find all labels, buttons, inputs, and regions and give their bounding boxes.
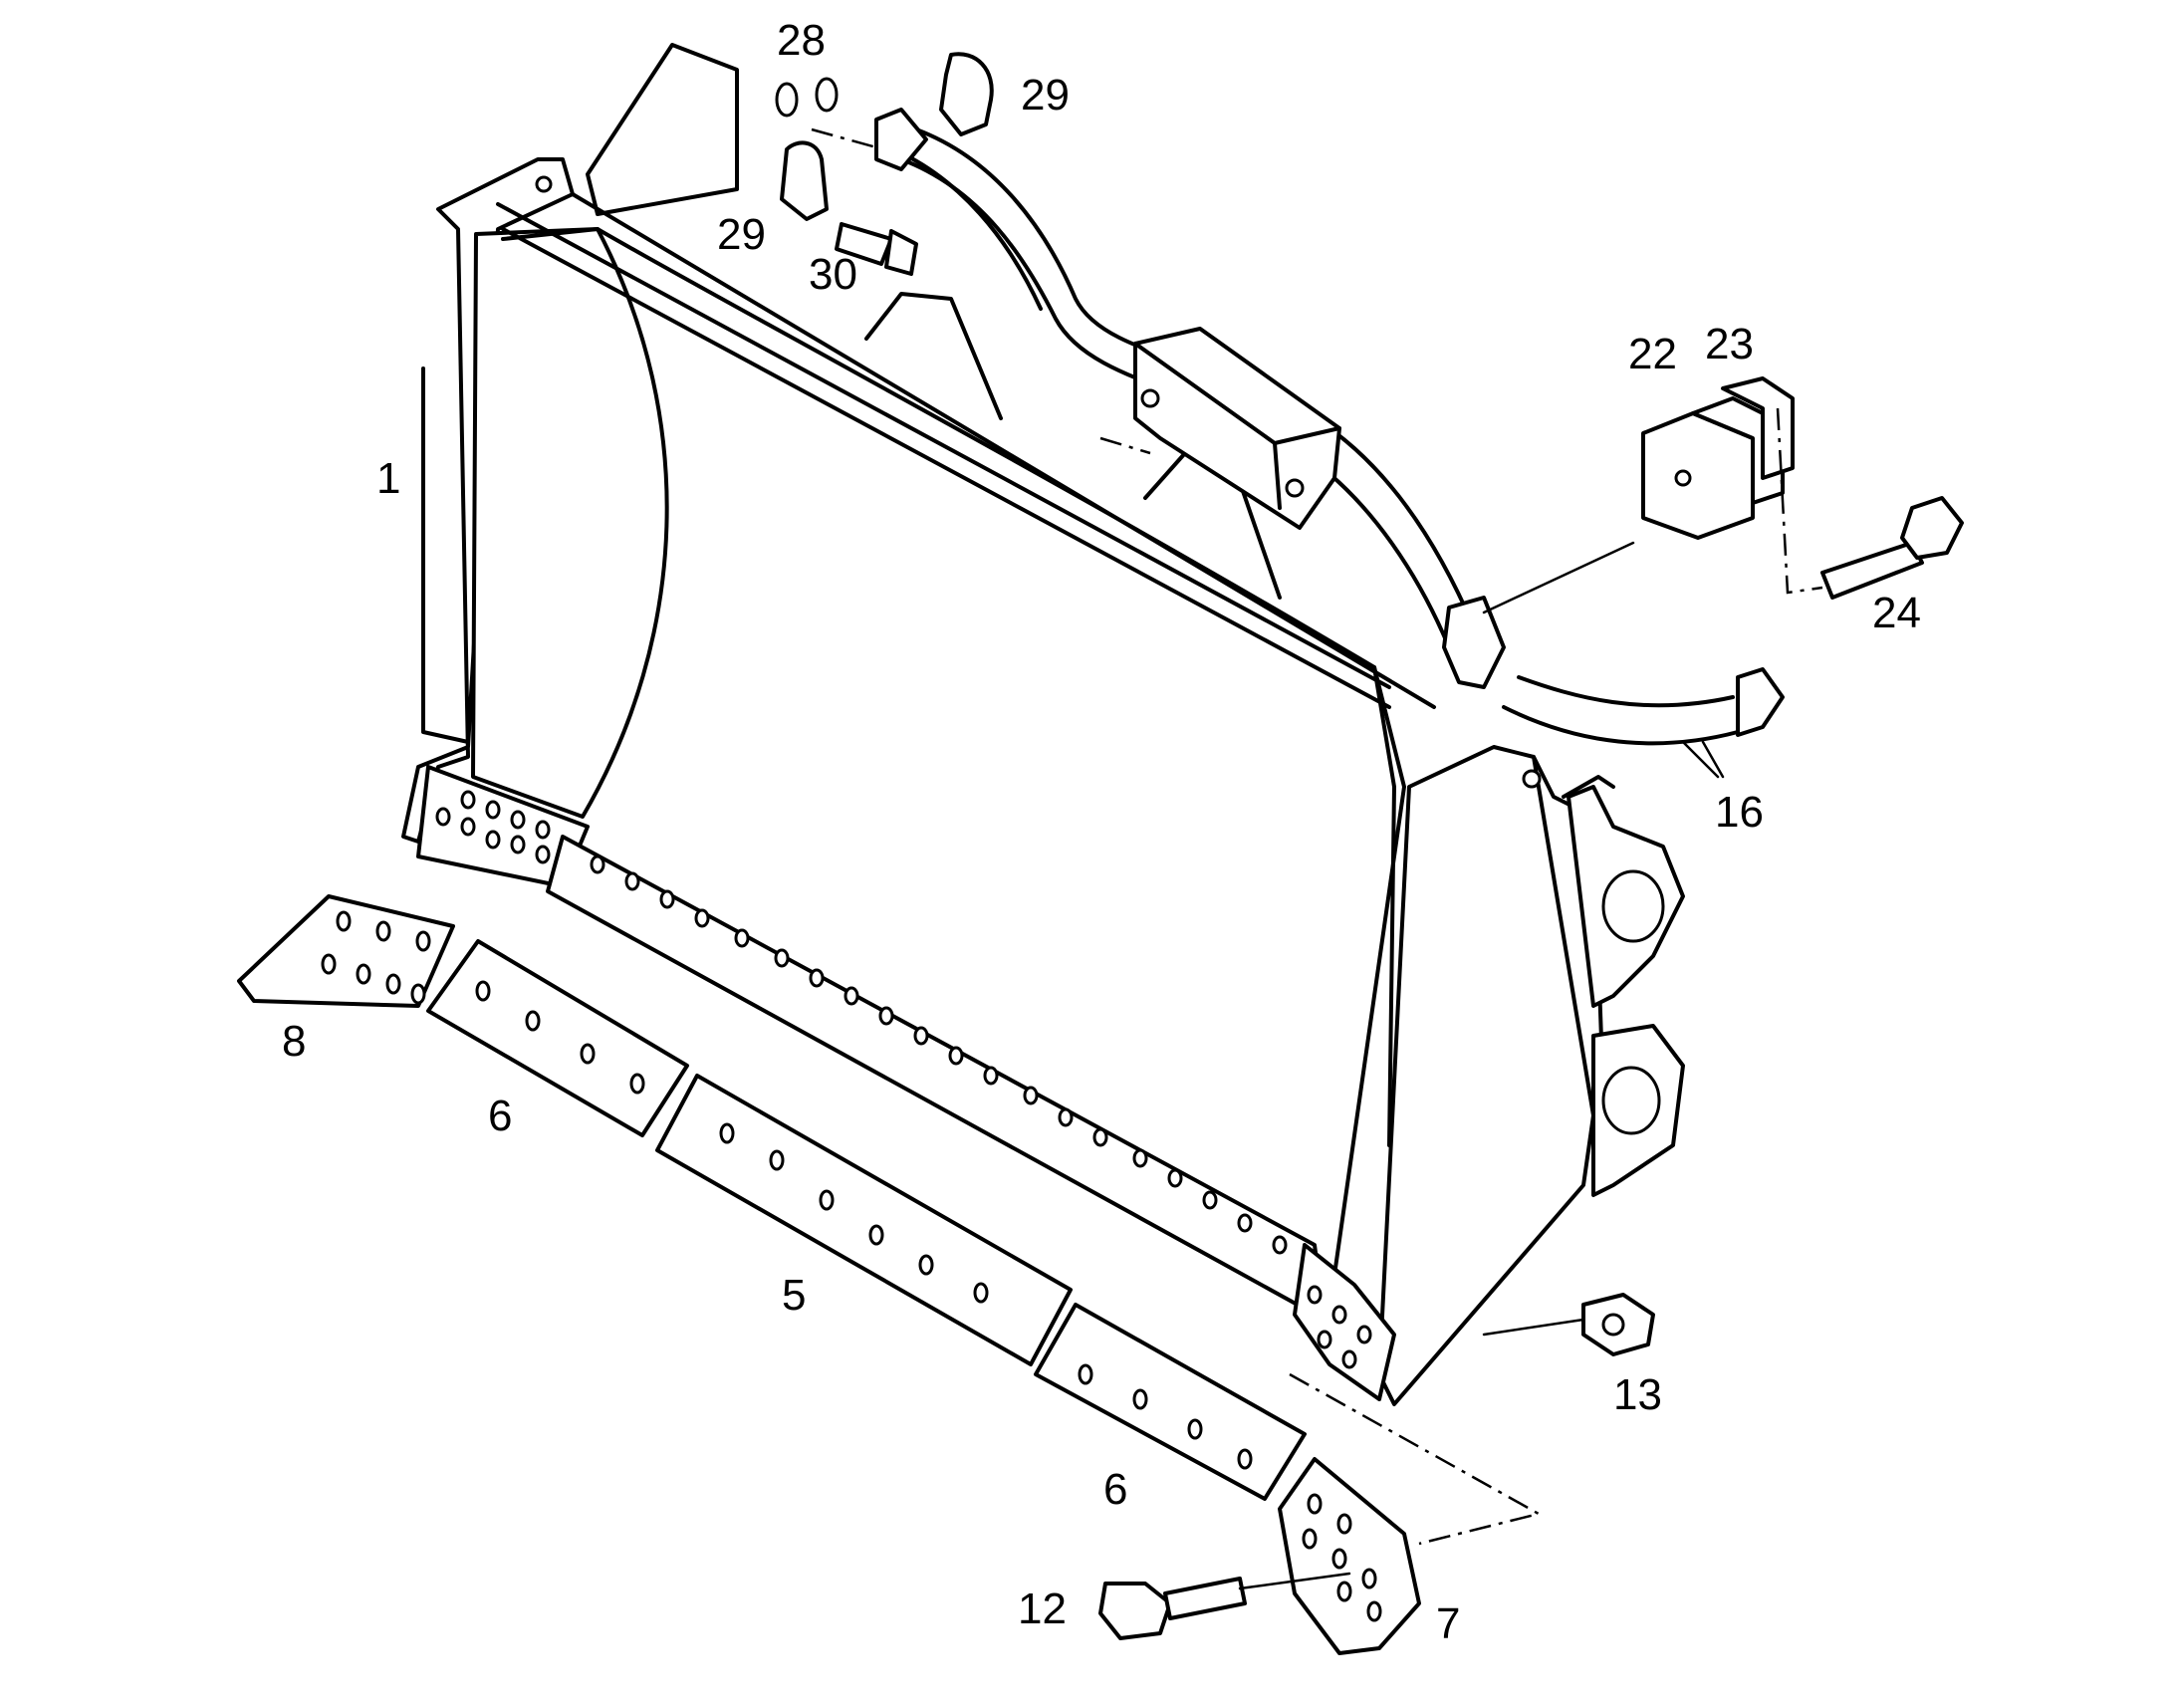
cutting-edge-6-right — [1034, 1303, 1307, 1501]
callout-6b: 6 — [1103, 1465, 1127, 1514]
o-rings-28 — [775, 77, 839, 118]
callout-16: 16 — [1715, 788, 1764, 837]
edge-holes — [435, 790, 1372, 1369]
callout-13: 13 — [1613, 1370, 1662, 1419]
clamp-22-23 — [1641, 376, 1795, 540]
callout-12: 12 — [1018, 1585, 1067, 1633]
callout-24: 24 — [1872, 589, 1921, 637]
callout-5: 5 — [782, 1271, 806, 1320]
corner-piece-8 — [237, 894, 455, 1008]
callout-28: 28 — [777, 16, 826, 65]
nut-13 — [1581, 1293, 1655, 1356]
callout-6a: 6 — [488, 1092, 512, 1140]
cutting-edge-6-left — [426, 939, 689, 1137]
corner-piece-7 — [1278, 1457, 1421, 1655]
bolt-24 — [1820, 496, 1964, 600]
callout-23: 23 — [1705, 320, 1754, 368]
bolt-12 — [1098, 1577, 1247, 1640]
callout-29b: 29 — [717, 210, 766, 259]
bucket-body — [401, 43, 1685, 1406]
split-flange-29-left — [780, 140, 829, 221]
hydraulic-hoses — [874, 108, 1785, 746]
callout-22: 22 — [1628, 330, 1677, 378]
bolt-30 — [835, 222, 918, 276]
callout-1: 1 — [376, 454, 400, 503]
cutting-edge-5 — [655, 1074, 1073, 1366]
split-flange-29-top — [939, 52, 994, 136]
leader-lines — [811, 127, 1823, 1590]
callout-8: 8 — [282, 1017, 306, 1066]
callout-29a: 29 — [1021, 71, 1070, 120]
callout-7: 7 — [1436, 1599, 1460, 1648]
callout-30: 30 — [809, 250, 857, 299]
callout-labels: 1 5 6 6 7 8 12 13 16 22 23 24 28 29 29 3… — [282, 16, 1921, 1648]
